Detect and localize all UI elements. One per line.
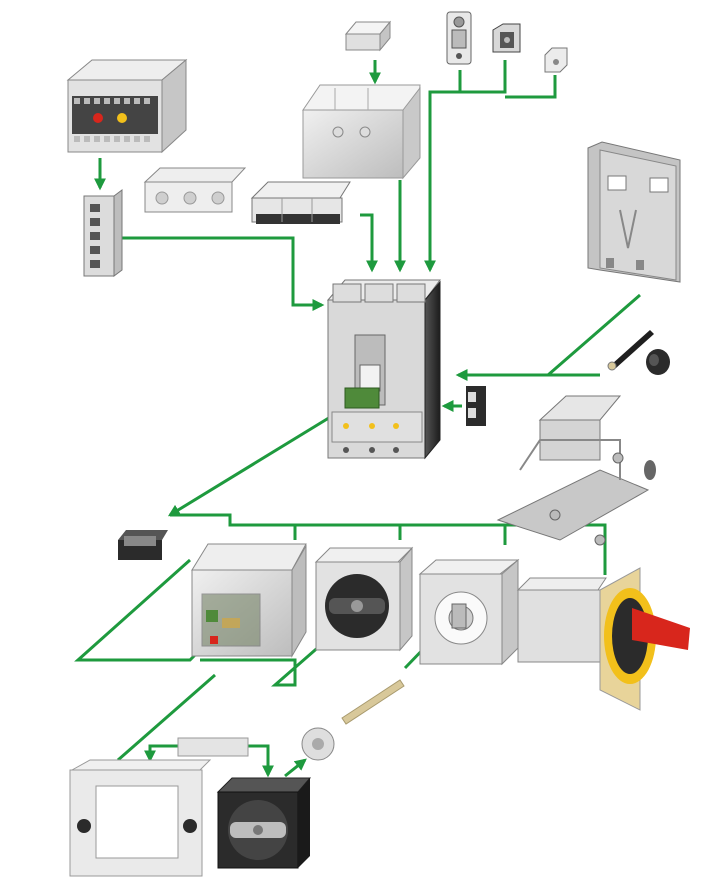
door-rotary-handle (216, 777, 312, 869)
plug-in-base (496, 395, 656, 546)
terminal-cover (302, 84, 421, 180)
box-terminal (492, 23, 521, 53)
motor-operator (191, 543, 307, 658)
door-handle-red-yellow (516, 567, 690, 711)
auxiliary-contact (83, 189, 123, 277)
small-clip (544, 47, 568, 73)
shaft (607, 330, 654, 371)
mounting-plate (587, 141, 681, 283)
cover-plug (344, 20, 392, 52)
coupling (301, 727, 335, 761)
rotary-handle-mechanism (418, 558, 520, 666)
padlock-device (118, 530, 168, 560)
extension-rod (341, 679, 405, 725)
label-strip (177, 737, 249, 757)
side-auxiliary (466, 386, 486, 426)
door-frame (69, 759, 212, 877)
circuit-breaker (326, 279, 441, 460)
terminal-shrouds (250, 181, 351, 224)
terminal-lug (446, 11, 472, 65)
relay-module (66, 58, 188, 154)
phase-barriers (143, 167, 247, 213)
knob (646, 349, 670, 375)
rotary-handle-black (314, 546, 414, 652)
